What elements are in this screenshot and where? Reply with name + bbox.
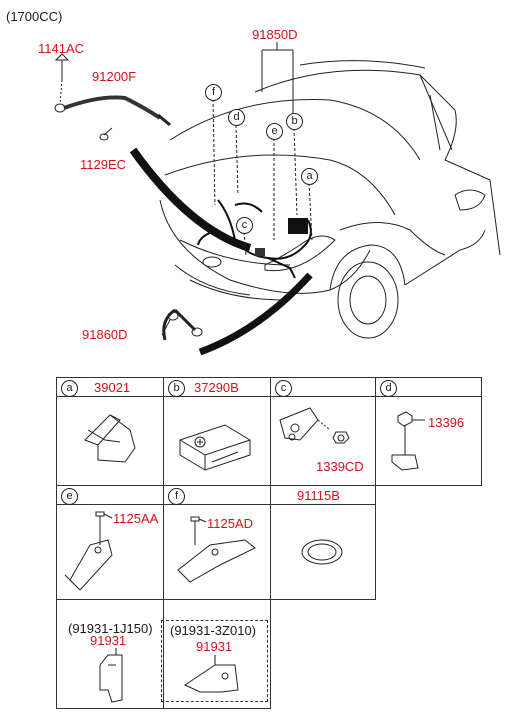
car-illustration	[54, 42, 501, 356]
cell-g-part: 91115B	[297, 488, 340, 503]
row2-header	[56, 485, 376, 505]
cell-a-part: 39021	[94, 380, 131, 395]
cell-d-part: 13396	[428, 415, 465, 430]
cell-b-part: 37290B	[194, 380, 239, 395]
cell-i-variant: (91931-3Z010)	[170, 623, 256, 638]
callout-91850D: 91850D	[252, 27, 298, 42]
callout-1141AC: 1141AC	[38, 41, 85, 56]
car-letter-d: d	[228, 109, 245, 126]
cell-h-variant: (91931-1J150)	[68, 621, 153, 636]
cell-i-dashed	[161, 620, 268, 702]
cell-c-part: 1339CD	[316, 459, 364, 474]
cell-d	[375, 377, 482, 486]
cell-d-letter: d	[380, 380, 397, 397]
callout-91860D: 91860D	[82, 327, 128, 342]
car-letter-a: a	[301, 168, 318, 185]
callout-91200F: 91200F	[92, 69, 137, 84]
callout-1129EC: 1129EC	[80, 157, 127, 172]
cell-g	[270, 485, 376, 600]
car-letter-c: c	[236, 217, 253, 234]
cell-f-part: 1125AD	[207, 516, 254, 531]
cell-h-part: 91931	[90, 633, 127, 648]
row1-header	[56, 377, 482, 397]
cell-i-part: 91931	[196, 639, 233, 654]
cell-b-letter: b	[168, 380, 185, 397]
car-letter-e: e	[266, 123, 283, 140]
engine-spec: (1700CC)	[6, 9, 63, 24]
cell-e-letter: e	[61, 488, 78, 505]
cell-e-part: 1125AA	[113, 511, 159, 526]
cell-f-letter: f	[168, 488, 185, 505]
cell-c-letter: c	[275, 380, 292, 397]
car-letter-b: b	[286, 113, 303, 130]
row3-box	[56, 599, 271, 709]
car-letter-f: f	[205, 84, 222, 101]
cell-a-letter: a	[61, 380, 78, 397]
